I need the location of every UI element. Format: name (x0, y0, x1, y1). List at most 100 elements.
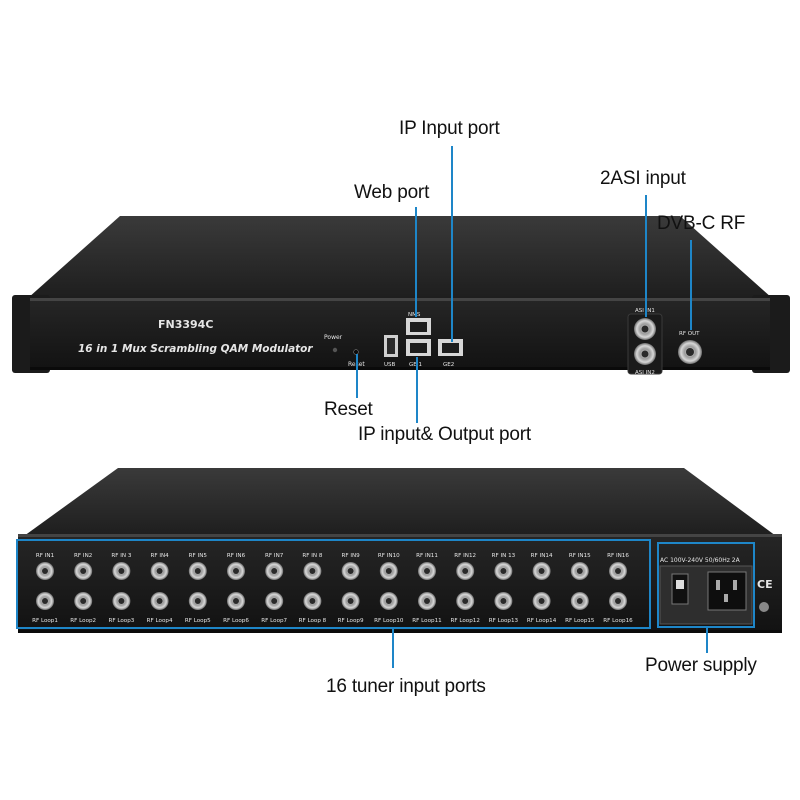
rf-loop-label: RF Loop10 (374, 618, 404, 624)
power-led (332, 347, 338, 353)
reset-leader (356, 354, 358, 398)
rf-in-label: RF IN4 (150, 553, 169, 559)
connector-center-pin (576, 598, 583, 604)
tuner-leader (392, 628, 394, 668)
ip-input-leader (451, 146, 453, 342)
connector-center-pin (42, 598, 48, 604)
usb-label: USB (384, 362, 396, 368)
power-label: Power (324, 334, 343, 341)
rf-in-label: RF IN15 (569, 553, 591, 559)
nms-label: NMS (408, 312, 421, 318)
web-port-callout: Web port (354, 182, 430, 203)
rf-loop-label: RF Loop2 (70, 618, 96, 624)
connector-center-pin (271, 598, 278, 604)
rf-loop-label: RF Loop7 (261, 618, 287, 624)
model-label: FN3394C (158, 318, 213, 331)
rear-chassis-top (24, 468, 776, 536)
connector-center-pin (233, 598, 239, 604)
rf-loop-label: RF Loop4 (147, 618, 173, 624)
rf-in-label: RF IN 3 (111, 553, 131, 559)
power-supply-callout: Power supply (645, 655, 757, 676)
connector-center-pin (347, 598, 354, 604)
web-port-leader (415, 207, 417, 317)
rear-face (18, 534, 782, 632)
rf-loop-label: RF Loop5 (185, 618, 211, 624)
connector-center-pin (271, 568, 278, 574)
connector-center-pin (424, 598, 430, 604)
reset-callout: Reset (324, 399, 373, 420)
tuner-ports-callout: 16 tuner input ports (326, 676, 486, 697)
rf-in-label: RF IN16 (607, 553, 629, 559)
connector-center-pin (80, 598, 87, 604)
asi1-label: ASI IN1 (635, 308, 655, 314)
rf-in-label: RF IN1 (36, 553, 55, 559)
connector-center-pin (80, 568, 87, 574)
rf-loop-label: RF Loop11 (412, 618, 442, 624)
connector-center-pin (156, 568, 163, 574)
ground-terminal (759, 602, 769, 612)
power-spec-label: AC 100V-240V 50/60Hz 2A (660, 557, 741, 564)
ip-io-leader (416, 357, 418, 423)
power-inlet (707, 571, 747, 611)
front-chassis-top (28, 216, 772, 298)
connector-center-pin (233, 568, 239, 574)
connector-center-pin (42, 568, 48, 574)
rf-in-label: RF IN7 (265, 553, 284, 559)
rf-in-label: RF IN 8 (302, 553, 322, 559)
asi-input-callout: 2ASI input (600, 168, 686, 189)
connector-center-pin (118, 568, 125, 574)
asi2-label: ASI IN2 (635, 370, 655, 376)
connector-center-pin (576, 568, 583, 574)
rf-in-label: RF IN9 (341, 553, 360, 559)
rf-loop-label: RF Loop6 (223, 618, 249, 624)
ge2-label: GE2 (443, 362, 454, 368)
rf-in-label: RF IN14 (531, 553, 553, 559)
asi-leader (645, 195, 647, 317)
rf-loop-label: RF Loop15 (565, 618, 595, 624)
ip-input-port-callout: IP Input port (399, 118, 500, 139)
dvbc-leader (690, 240, 692, 330)
connector-center-pin (500, 568, 507, 574)
rf-in-label: RF IN 13 (492, 553, 516, 559)
power-leader (706, 627, 708, 653)
tuner-ports-highlight (16, 539, 651, 629)
rfout-label: RF OUT (679, 331, 700, 337)
rf-in-label: RF IN5 (189, 553, 208, 559)
connector-center-pin (462, 568, 469, 574)
ip-io-port-callout: IP input& Output port (358, 424, 531, 445)
rf-in-label: RF IN10 (378, 553, 400, 559)
connector-center-pin (615, 598, 621, 604)
rf-loop-label: RF Loop13 (489, 618, 519, 624)
ge1-label: GE 1 (409, 362, 422, 368)
rf-in-label: RF IN6 (227, 553, 246, 559)
connector-center-pin (385, 568, 392, 574)
rf-loop-label: RF Loop12 (450, 618, 479, 624)
rf-port-array: RF IN1 RF Loop1 RF IN2 RF Loop2 RF IN 3 RF Lo… (32, 553, 633, 624)
connector-center-pin (462, 598, 469, 604)
rf-loop-label: RF Loop9 (338, 618, 364, 624)
connector-center-pin (156, 598, 163, 604)
rf-in-label: RF IN2 (74, 553, 92, 559)
connector-center-pin (309, 598, 316, 604)
connector-center-pin (500, 598, 507, 604)
rf-in-label: RF IN11 (416, 553, 438, 559)
rf-loop-label: RF Loop14 (527, 618, 557, 624)
connector-center-pin (424, 568, 430, 574)
connector-center-pin (347, 568, 354, 574)
connector-center-pin (194, 598, 201, 604)
ce-mark: CE (757, 578, 773, 591)
rf-loop-label: RF Loop16 (603, 618, 633, 624)
connector-center-pin (194, 568, 201, 574)
rf-in-label: RF IN12 (454, 553, 476, 559)
connector-center-pin (538, 568, 545, 574)
connector-center-pin (118, 598, 125, 604)
product-name-label: 16 in 1 Mux Scrambling QAM Modulator (78, 343, 313, 355)
dvbc-rf-callout: DVB-C RF (657, 213, 746, 234)
rf-loop-label: RF Loop1 (32, 618, 58, 624)
connector-center-pin (615, 568, 621, 574)
rf-loop-label: RF Loop3 (108, 618, 134, 624)
connector-center-pin (309, 568, 316, 574)
connector-center-pin (385, 598, 392, 604)
